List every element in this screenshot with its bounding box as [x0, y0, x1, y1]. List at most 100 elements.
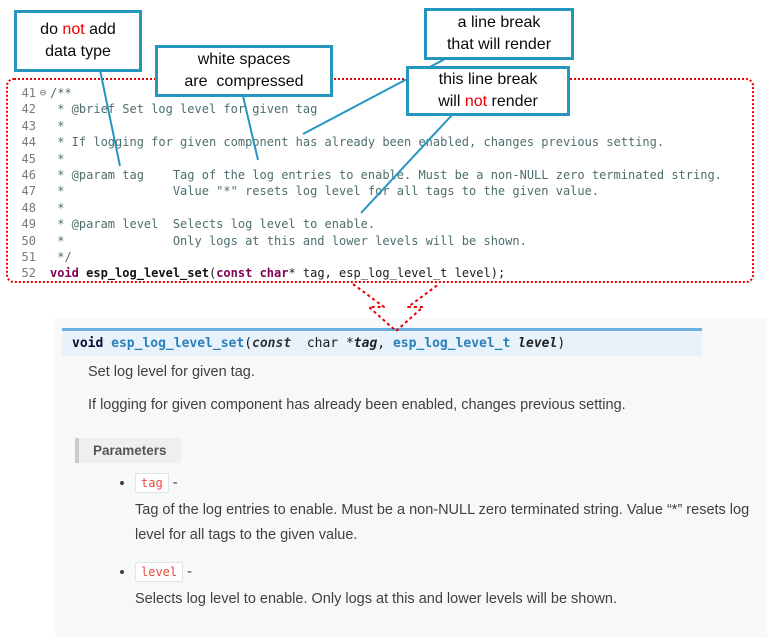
code-line: 46 * @param tag Tag of the log entries t…: [12, 167, 752, 183]
code-token-plain: (: [208, 266, 217, 281]
fold-gutter: [36, 134, 50, 150]
code-line: 44 * If logging for given component has …: [12, 134, 752, 150]
code-content: */: [50, 249, 71, 265]
code-content: *: [50, 200, 64, 216]
code-editor-panel: 41⊖/**42 * @brief Set log level for give…: [6, 78, 754, 283]
fold-gutter: [36, 233, 50, 249]
line-number: 47: [21, 184, 36, 199]
code-token-comment: /**: [50, 86, 72, 100]
code-token-comment: *: [50, 200, 65, 215]
signature-arg-level: level: [518, 336, 558, 351]
callout-text: white spaces: [197, 51, 291, 69]
code-content: * Value "*" resets log level for all tag…: [50, 183, 599, 199]
callout-text: that will render: [446, 36, 552, 53]
callout-text-part: will: [438, 93, 465, 110]
code-token-plain: [252, 266, 259, 280]
callout-text-part: add: [84, 21, 116, 39]
code-content: /**: [50, 85, 72, 101]
line-number: 45: [21, 151, 36, 166]
code-line: 52 void esp_log_level_set(const char* tag…: [12, 265, 752, 281]
parameters-label: Parameters: [75, 438, 181, 463]
code-token-kw: void: [50, 266, 79, 281]
code-content: *: [50, 151, 64, 167]
code-token-comment: * @param tag Tag of the log entries to e…: [50, 168, 722, 183]
param-dash: -: [183, 564, 192, 581]
line-number: 52: [21, 266, 36, 281]
signature-char-type: char *: [299, 336, 354, 351]
signature-level-type: esp_log_level_t: [392, 336, 519, 351]
code-line: 45 *: [12, 151, 752, 167]
function-signature: void esp_log_level_set(const char *tag, …: [62, 328, 702, 356]
line-number: 46: [21, 168, 36, 183]
signature-return-type: void: [72, 336, 112, 351]
param-dash: -: [168, 475, 178, 491]
code-content: void esp_log_level_set(const char* tag, …: [50, 265, 505, 281]
fold-gutter: [36, 216, 50, 232]
callout-text-emphasis: not: [62, 21, 85, 39]
fold-gutter: [36, 200, 50, 216]
code-token-comment: *: [50, 151, 65, 166]
code-token-comment: * Only logs at this and lower levels wil…: [50, 233, 527, 248]
callout-text: this line break: [438, 71, 538, 89]
param-description: Selects log level to enable. Only logs a…: [135, 591, 617, 608]
signature-comma: ,: [377, 336, 393, 351]
callout-text-emphasis: not: [464, 93, 488, 110]
code-line: 51 */: [12, 249, 752, 265]
fold-collapse-icon[interactable]: ⊖: [39, 86, 47, 99]
code-content: * @param level Selects log level to enab…: [50, 216, 375, 232]
callout-text-part: render: [487, 93, 538, 110]
signature-const-keyword: const: [252, 336, 299, 351]
code-token-comment: * Value "*" resets log level for all tag…: [50, 184, 600, 199]
fold-gutter: [36, 167, 50, 183]
callout-text: will not render: [438, 91, 538, 113]
line-number: 42: [21, 102, 36, 117]
parameter-item-level: level - Selects log level to enable. Onl…: [135, 562, 750, 612]
code-lines: 41⊖/**42 * @brief Set log level for give…: [12, 85, 752, 282]
code-token-comment: * @brief Set log level for given tag: [50, 102, 318, 117]
code-token-kw: const: [216, 266, 253, 281]
line-number: 48: [21, 200, 36, 215]
callout-text: do not add: [40, 19, 116, 41]
line-number: 43: [21, 118, 36, 133]
fold-gutter: [36, 101, 50, 117]
signature-paren: (: [244, 336, 253, 351]
code-token-comment: * @param level Selects log level to enab…: [50, 217, 376, 232]
line-number: 41: [21, 86, 36, 100]
line-number: 44: [21, 135, 36, 150]
line-number: 50: [21, 233, 36, 248]
callout-text: data type: [45, 43, 111, 60]
code-token-comment: * If logging for given component has alr…: [50, 135, 665, 150]
param-name-literal: level: [135, 562, 184, 583]
fold-gutter: [36, 151, 50, 167]
fold-gutter: [36, 249, 50, 265]
fold-gutter: [36, 265, 50, 281]
code-token-kw: char: [259, 266, 289, 281]
callout-text: a line break: [457, 14, 541, 32]
code-line: 48 *: [12, 200, 752, 216]
code-content: * @param tag Tag of the log entries to e…: [50, 167, 722, 183]
callout-text: are compressed: [184, 73, 304, 90]
callout-linebreak-renders: a line break that will render: [424, 8, 574, 60]
param-name-literal: tag: [135, 473, 169, 493]
callout-linebreak-not-render: this line break will not render: [406, 66, 570, 116]
callout-no-datatype: do not add data type: [14, 10, 142, 72]
code-line: 43 *: [12, 118, 752, 134]
doc-brief-paragraph: Set log level for given tag.: [88, 364, 255, 380]
signature-function-name: esp_log_level_set: [111, 336, 245, 351]
code-content: * If logging for given component has alr…: [50, 134, 664, 150]
code-line: 50 * Only logs at this and lower levels …: [12, 233, 752, 249]
fold-gutter: [36, 118, 50, 134]
callout-text-part: do: [40, 21, 63, 39]
parameter-item-tag: tag - Tag of the log entries to enable. …: [135, 473, 750, 547]
code-line: 41⊖/**: [12, 85, 752, 101]
code-content: * @brief Set log level for given tag: [50, 101, 317, 117]
parameters-list: tag - Tag of the log entries to enable. …: [115, 473, 750, 628]
code-token-fn: esp_log_level_set: [86, 266, 209, 281]
signature-paren: ): [557, 336, 566, 351]
line-number: 51: [21, 250, 36, 265]
code-line: 49 * @param level Selects log level to e…: [12, 216, 752, 232]
doc-detail-paragraph: If logging for given component has alrea…: [88, 397, 626, 413]
code-token-plain: * tag, esp_log_level_t level);: [288, 266, 506, 281]
callout-whitespace-compressed: white spaces are compressed: [155, 45, 333, 97]
param-description: Tag of the log entries to enable. Must b…: [135, 502, 750, 543]
